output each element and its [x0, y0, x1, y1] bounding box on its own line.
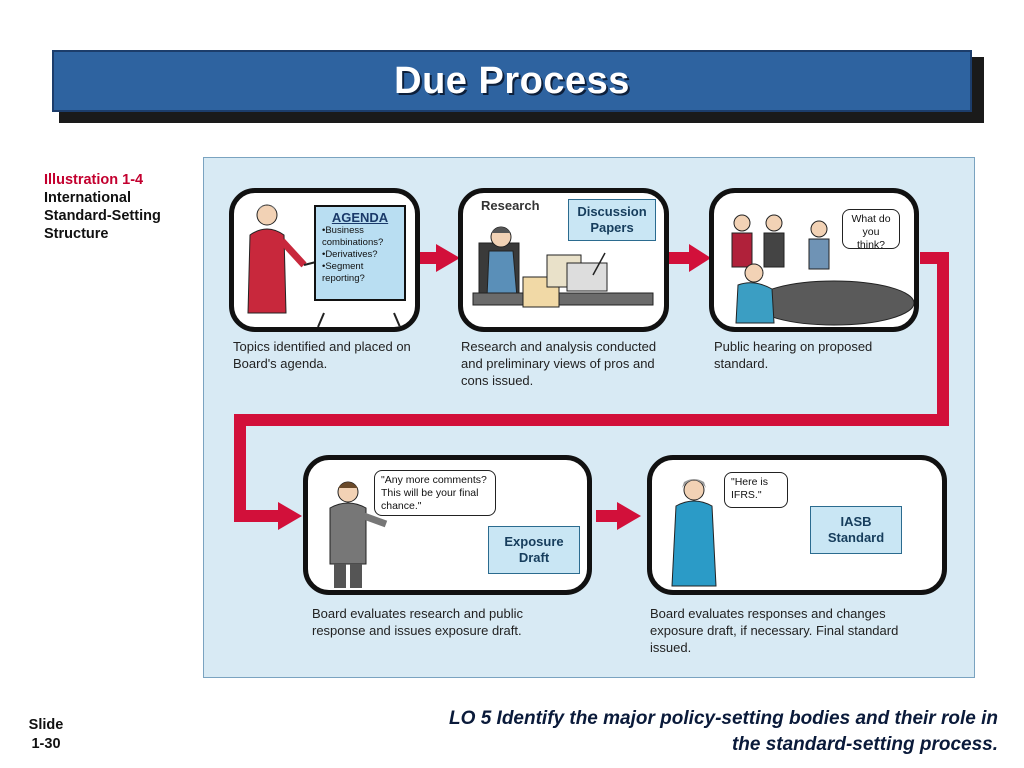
- due-process-diagram: AGENDA •Business combinations? •Derivati…: [203, 157, 975, 678]
- learning-objective: LO 5 Identify the major policy-setting b…: [449, 708, 998, 755]
- slide-number: 1-30: [31, 736, 61, 752]
- slide-title: Due Process: [394, 59, 630, 102]
- chairperson-icon: [671, 479, 717, 587]
- exposure-draft-box: Exposure Draft: [488, 526, 580, 574]
- board-member-icon: [329, 481, 388, 588]
- agenda-item: •Derivatives?: [322, 249, 378, 260]
- slide-number-block: Slide 1-30: [26, 716, 66, 754]
- illustration-title: International Standard-Setting Structure: [44, 190, 161, 242]
- agenda-item: •Business combinations?: [322, 225, 384, 248]
- step-caption: Board evaluates research and public resp…: [312, 606, 524, 638]
- final-standard-scene: "Here is IFRS." IASB Standard: [647, 455, 947, 595]
- research-scene: Research Discussion Papers: [458, 188, 669, 332]
- exposure-draft-scene: "Any more comments? This will be your fi…: [303, 455, 592, 595]
- research-label: Research: [481, 198, 540, 213]
- agenda-scene: AGENDA •Business combinations? •Derivati…: [229, 188, 420, 332]
- step-caption: Board evaluates responses and changes ex…: [650, 606, 899, 655]
- title-banner: Due Process: [52, 50, 972, 112]
- step-caption: Research and analysis conducted and prel…: [461, 339, 657, 388]
- hearing-speech-bubble: What do you think?: [842, 209, 900, 251]
- exposure-speech-bubble: "Any more comments? This will be your fi…: [374, 470, 496, 516]
- illustration-label: Illustration 1-4: [44, 172, 144, 188]
- ifrs-speech-bubble: "Here is IFRS.": [724, 472, 788, 508]
- agenda-board: AGENDA •Business combinations? •Derivati…: [314, 205, 406, 301]
- agenda-title: AGENDA: [331, 210, 389, 225]
- discussion-papers-box: Discussion Papers: [568, 199, 656, 241]
- presenter-figure-icon: [247, 204, 401, 327]
- researcher-desk-icon: [472, 226, 654, 308]
- iasb-standard-box: IASB Standard: [810, 506, 902, 554]
- public-hearing-scene: What do you think?: [709, 188, 919, 332]
- step-caption: Public hearing on proposed standard.: [714, 339, 873, 371]
- step-caption: Topics identified and placed on Board's …: [233, 339, 411, 371]
- illustration-caption: Illustration 1-4 International Standard-…: [44, 171, 194, 243]
- meeting-group-icon: [731, 214, 914, 326]
- slide-label: Slide: [28, 717, 64, 733]
- flow-arrows: [234, 244, 949, 530]
- agenda-item: •Segment reporting?: [322, 261, 365, 284]
